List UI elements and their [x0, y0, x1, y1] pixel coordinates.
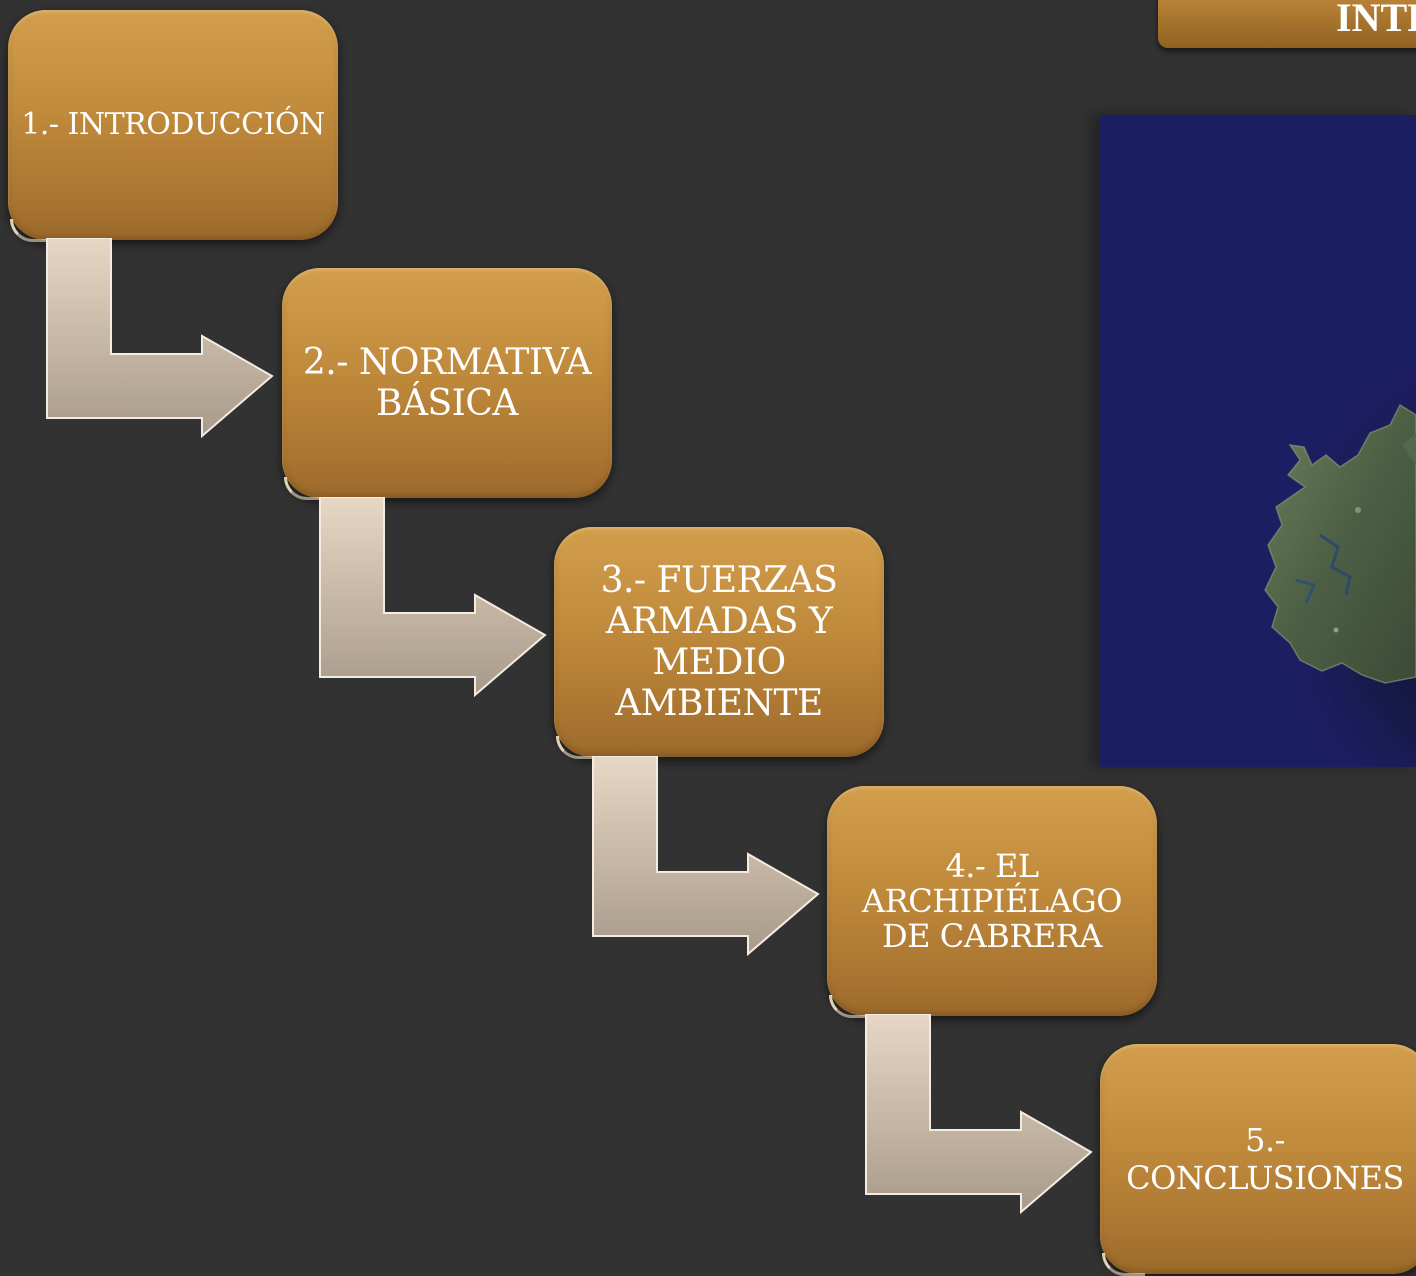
step-box-introduccion[interactable]: 1.- INTRODUCCIÓN: [8, 10, 338, 242]
step-box-fuerzas-armadas[interactable]: 3.- FUERZAS ARMADAS Y MEDIO AMBIENTE: [554, 527, 884, 759]
step-box-archipielago[interactable]: 4.- EL ARCHIPIÉLAGO DE CABRERA: [827, 786, 1157, 1018]
step-label: 5.- CONCLUSIONES: [1126, 1121, 1404, 1197]
slide-title: INTRODUCCIÓN: [1336, 0, 1416, 40]
step-box-conclusiones[interactable]: 5.- CONCLUSIONES: [1100, 1044, 1416, 1276]
bent-arrow-icon: [46, 238, 274, 438]
title-banner: INTRODUCCIÓN: [1158, 0, 1416, 48]
step-label: 1.- INTRODUCCIÓN: [21, 107, 325, 142]
bent-arrow-icon: [319, 497, 547, 697]
bent-arrow-icon: [865, 1014, 1093, 1214]
island-graphic: [1100, 115, 1416, 767]
step-label: 3.- FUERZAS ARMADAS Y MEDIO AMBIENTE: [600, 560, 838, 724]
step-box-normativa-basica[interactable]: 2.- NORMATIVA BÁSICA: [282, 268, 612, 500]
step-label: 2.- NORMATIVA BÁSICA: [302, 342, 592, 424]
bent-arrow-icon: [592, 756, 820, 956]
step-label: 4.- EL ARCHIPIÉLAGO DE CABRERA: [862, 846, 1122, 955]
archipelago-satellite-image: [1100, 115, 1416, 767]
